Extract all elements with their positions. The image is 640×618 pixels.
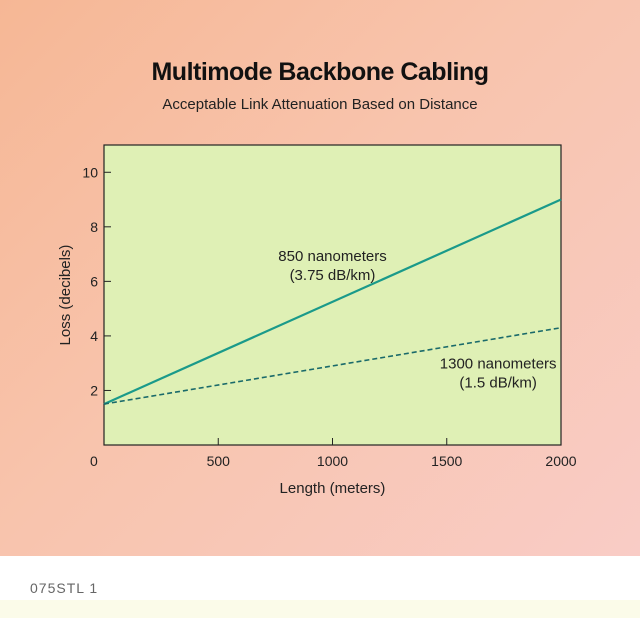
chart-subtitle: Acceptable Link Attenuation Based on Dis… (162, 96, 478, 113)
x-tick-label: 1500 (431, 453, 462, 469)
x-tick-label: 0 (90, 453, 98, 469)
y-axis-label: Loss (decibels) (57, 245, 74, 346)
series-name-label: 1300 nanometers (440, 356, 557, 373)
figure-id: 075STL 1 (30, 580, 99, 596)
bottom-strip (0, 600, 640, 618)
series-rate-label: (1.5 dB/km) (459, 375, 537, 392)
y-tick-label: 10 (82, 164, 98, 180)
x-tick-label: 2000 (545, 453, 576, 469)
y-tick-label: 6 (90, 273, 98, 289)
series-lines (103, 198, 562, 406)
chart-title: Multimode Backbone Cabling (151, 58, 489, 86)
plot-area (103, 144, 562, 446)
y-tick-label: 4 (90, 328, 98, 344)
series-annotations: 850 nanometers (3.75 dB/km) 1300 nanometer… (278, 248, 556, 392)
line-chart: 2 4 6 8 10 0 500 1000 1500 2000 850 nanometers (3… (57, 144, 577, 497)
x-axis-ticks: 0 500 1000 1500 2000 (90, 438, 577, 469)
series-rate-label: (3.75 dB/km) (290, 267, 376, 284)
x-tick-label: 500 (207, 453, 231, 469)
series-line-850nm (103, 198, 562, 406)
y-axis-ticks: 2 4 6 8 10 (82, 164, 111, 398)
y-tick-label: 2 (90, 382, 98, 398)
series-line-1300nm (103, 326, 562, 405)
x-axis-label: Length (meters) (280, 480, 386, 497)
series-name-label: 850 nanometers (278, 248, 386, 265)
y-tick-label: 8 (90, 219, 98, 235)
x-tick-label: 1000 (317, 453, 348, 469)
